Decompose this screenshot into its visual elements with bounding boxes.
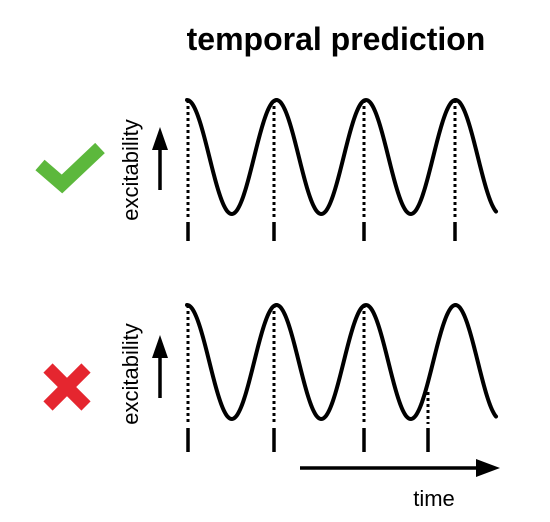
excitability-arrow-top bbox=[152, 127, 168, 190]
stimulus-markers-top bbox=[186, 100, 457, 241]
panel-incorrect: excitability bbox=[43, 302, 498, 452]
time-arrow bbox=[300, 459, 500, 477]
stimulus-markers-bottom bbox=[186, 305, 430, 452]
y-axis-label-bottom: excitability bbox=[118, 323, 143, 424]
oscillation-wave-bottom bbox=[185, 302, 498, 422]
figure-title: temporal prediction bbox=[187, 21, 486, 57]
excitability-arrow-bottom bbox=[152, 335, 168, 398]
panel-correct: excitability bbox=[35, 97, 498, 241]
y-axis-label-top: excitability bbox=[118, 119, 143, 220]
checkmark-icon bbox=[35, 142, 105, 194]
cross-icon bbox=[43, 363, 91, 411]
oscillation-wave-top bbox=[185, 97, 498, 217]
x-axis-label: time bbox=[413, 486, 455, 511]
